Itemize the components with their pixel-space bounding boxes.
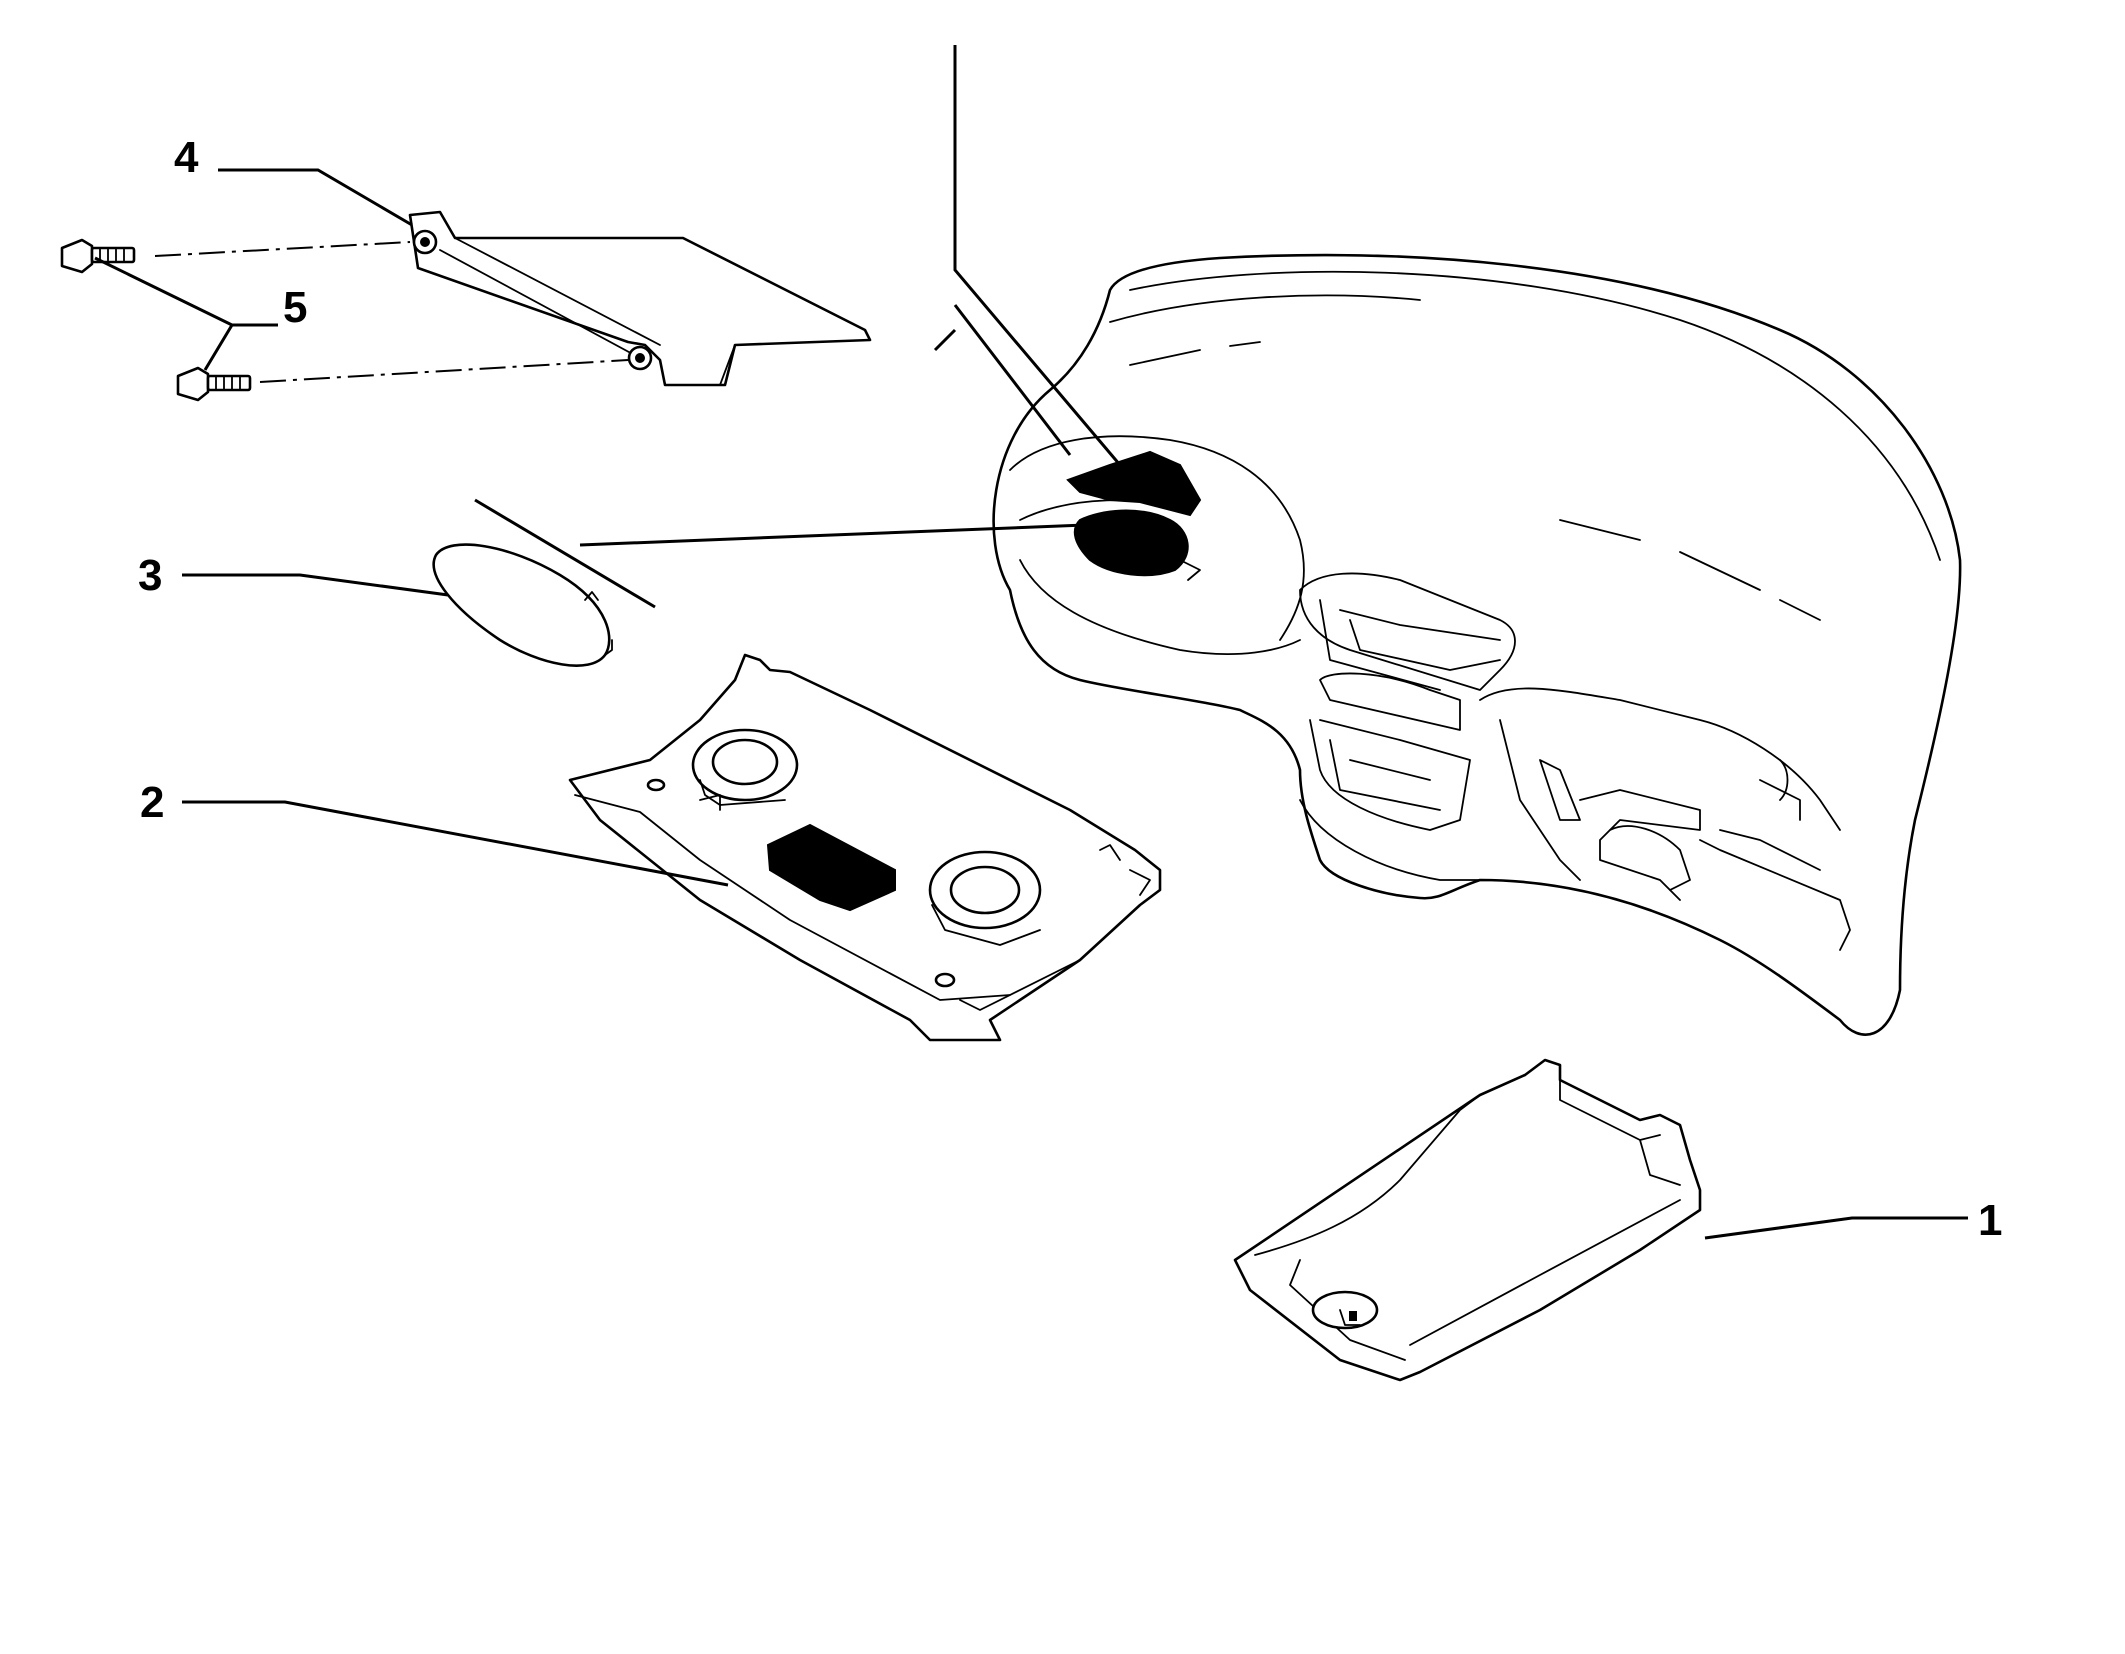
callout-leaders bbox=[94, 168, 1968, 1240]
callout-labels: 1 2 3 4 5 bbox=[138, 133, 2002, 1245]
screw-icon bbox=[60, 238, 136, 274]
callout-number-5: 5 bbox=[283, 283, 307, 332]
callout-leader-3 bbox=[182, 573, 449, 597]
lower-dashboard-panel-icon bbox=[568, 653, 1162, 1042]
callout-number-4: 4 bbox=[174, 133, 199, 182]
oval-cover-cap-icon bbox=[432, 543, 613, 667]
callout-leader-1 bbox=[1704, 1216, 1968, 1240]
callout-leader-5b bbox=[94, 256, 233, 327]
callout-number-1: 1 bbox=[1978, 1196, 2002, 1245]
mounting-bracket-icon bbox=[408, 210, 872, 387]
glove-box-lid-icon bbox=[1233, 1058, 1702, 1382]
callout-leader-2 bbox=[182, 800, 729, 887]
screw-axis-line bbox=[154, 241, 411, 257]
assembly-leader-lines bbox=[474, 45, 1122, 609]
dashboard-assembly-icon bbox=[992, 253, 1962, 1036]
screw-axis-line bbox=[259, 359, 629, 383]
callout-number-3: 3 bbox=[138, 551, 162, 600]
screw-icon bbox=[176, 366, 252, 402]
callout-leader-4 bbox=[218, 168, 413, 227]
callout-leader-5 bbox=[203, 323, 278, 371]
callout-number-2: 2 bbox=[140, 778, 164, 827]
